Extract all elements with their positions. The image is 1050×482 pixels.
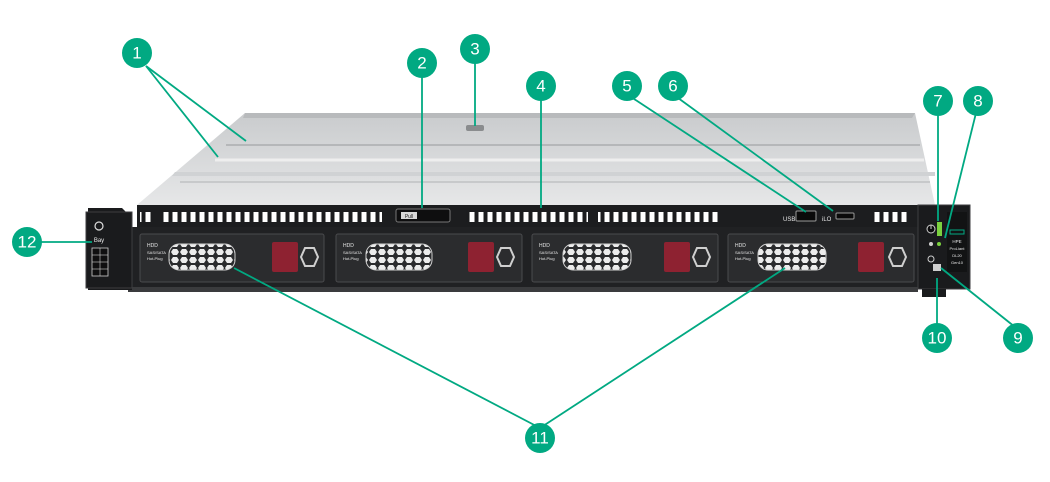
callout-7: 7 bbox=[923, 86, 953, 116]
drive-label: HDD bbox=[343, 243, 354, 249]
callout-number: 2 bbox=[417, 54, 426, 73]
drive-led-ring bbox=[691, 247, 712, 267]
drive-bay-4[interactable]: HDD SAS/SATA Hot-Plug bbox=[727, 233, 915, 283]
callout-number: 7 bbox=[933, 92, 942, 111]
left-rack-ear: Bay bbox=[85, 208, 133, 290]
vent-far-right bbox=[872, 212, 910, 222]
drive-grill bbox=[562, 243, 632, 271]
vent-right-mid bbox=[598, 210, 718, 222]
drive-label: SAS/SATA bbox=[147, 250, 166, 255]
leader-1a bbox=[145, 65, 247, 142]
drive-bay-2[interactable]: HDD SAS/SATA Hot-Plug bbox=[335, 233, 523, 283]
callout-number: 10 bbox=[928, 329, 947, 348]
top-cover-latch bbox=[466, 125, 484, 131]
callout-11: 11 bbox=[525, 423, 555, 453]
leader-9 bbox=[940, 267, 1016, 328]
leader-11b bbox=[539, 267, 786, 429]
drive-release-latch[interactable] bbox=[664, 242, 690, 272]
drive-label: SAS/SATA bbox=[735, 250, 754, 255]
usb-label: USB bbox=[783, 217, 795, 223]
callout-number: 6 bbox=[668, 77, 677, 96]
drive-led-ring bbox=[887, 247, 908, 267]
drive-label: Hot-Plug bbox=[735, 256, 751, 261]
ilo-service-port[interactable]: iLO bbox=[822, 212, 855, 223]
callout-4: 4 bbox=[526, 71, 556, 101]
callout-number: 9 bbox=[1013, 329, 1022, 348]
drive-grill bbox=[168, 243, 236, 271]
callout-number: 8 bbox=[973, 92, 982, 111]
callout-1: 1 bbox=[122, 38, 152, 68]
leader-5 bbox=[627, 94, 807, 213]
model-line: HPE bbox=[952, 239, 961, 244]
health-led-icon bbox=[937, 222, 942, 236]
model-badge bbox=[947, 212, 967, 272]
drive-grill bbox=[757, 243, 827, 271]
drive-label: HDD bbox=[735, 243, 746, 249]
callout-number: 11 bbox=[531, 429, 549, 448]
callout-number: 12 bbox=[18, 233, 37, 252]
leader-8 bbox=[944, 112, 977, 239]
callout-number: 4 bbox=[536, 77, 545, 96]
ilo-label: iLO bbox=[822, 217, 832, 223]
drive-release-latch[interactable] bbox=[468, 242, 494, 272]
drive-bay-bottom-rail bbox=[128, 287, 918, 292]
chassis-top-cover bbox=[137, 113, 935, 205]
vent-left bbox=[160, 210, 382, 222]
callout-10: 10 bbox=[922, 323, 952, 353]
model-line: DL20 bbox=[952, 253, 962, 258]
drive-release-latch[interactable] bbox=[858, 242, 884, 272]
drive-release-latch[interactable] bbox=[272, 242, 298, 272]
front-vent-strip bbox=[137, 205, 932, 227]
drive-bay-1[interactable]: HDD SAS/SATA Hot-Plug bbox=[139, 233, 325, 283]
drive-led-ring bbox=[495, 247, 516, 267]
callout-8: 8 bbox=[963, 86, 993, 116]
drive-label: Hot-Plug bbox=[343, 256, 359, 261]
nic-status-icon bbox=[929, 242, 933, 246]
model-line: Gen10 bbox=[951, 260, 964, 265]
ear-title: Bay bbox=[94, 238, 104, 244]
model-line: ProLiant bbox=[950, 246, 966, 251]
drive-label: HDD bbox=[539, 243, 550, 249]
drive-label: SAS/SATA bbox=[539, 250, 558, 255]
leader-1b bbox=[145, 65, 219, 158]
callout-number: 3 bbox=[470, 40, 479, 59]
drive-led-ring bbox=[299, 247, 320, 267]
leader-6 bbox=[673, 94, 834, 212]
pull-tab-label: Pull bbox=[405, 214, 413, 220]
callout-2: 2 bbox=[407, 48, 437, 78]
drive-bay-3[interactable]: HDD SAS/SATA Hot-Plug bbox=[531, 233, 719, 283]
callout-number: 1 bbox=[132, 44, 141, 63]
drive-grill bbox=[365, 243, 433, 271]
serial-label-pull-tab[interactable]: Pull bbox=[395, 208, 451, 223]
uid-led bbox=[933, 264, 941, 271]
callout-3: 3 bbox=[460, 34, 490, 64]
callout-12: 12 bbox=[12, 227, 42, 257]
lock-icon bbox=[94, 221, 104, 231]
leader-lines bbox=[40, 63, 1016, 429]
uid-button-icon[interactable] bbox=[927, 255, 935, 263]
vent-center bbox=[466, 210, 588, 222]
callout-6: 6 bbox=[658, 71, 688, 101]
nic-led bbox=[937, 242, 941, 246]
drive-label: Hot-Plug bbox=[539, 256, 555, 261]
callout-9: 9 bbox=[1003, 323, 1033, 353]
drive-label: SAS/SATA bbox=[343, 250, 362, 255]
vent-small-left bbox=[140, 212, 152, 222]
callout-5: 5 bbox=[612, 71, 642, 101]
hpe-logo bbox=[949, 229, 965, 235]
drive-label: Hot-Plug bbox=[147, 256, 163, 261]
leader-11a bbox=[233, 267, 541, 429]
power-button-icon[interactable] bbox=[926, 224, 936, 234]
right-rack-ear: HPE ProLiant DL20 Gen10 bbox=[917, 204, 971, 297]
callout-number: 5 bbox=[622, 77, 631, 96]
drive-label: HDD bbox=[147, 243, 158, 249]
